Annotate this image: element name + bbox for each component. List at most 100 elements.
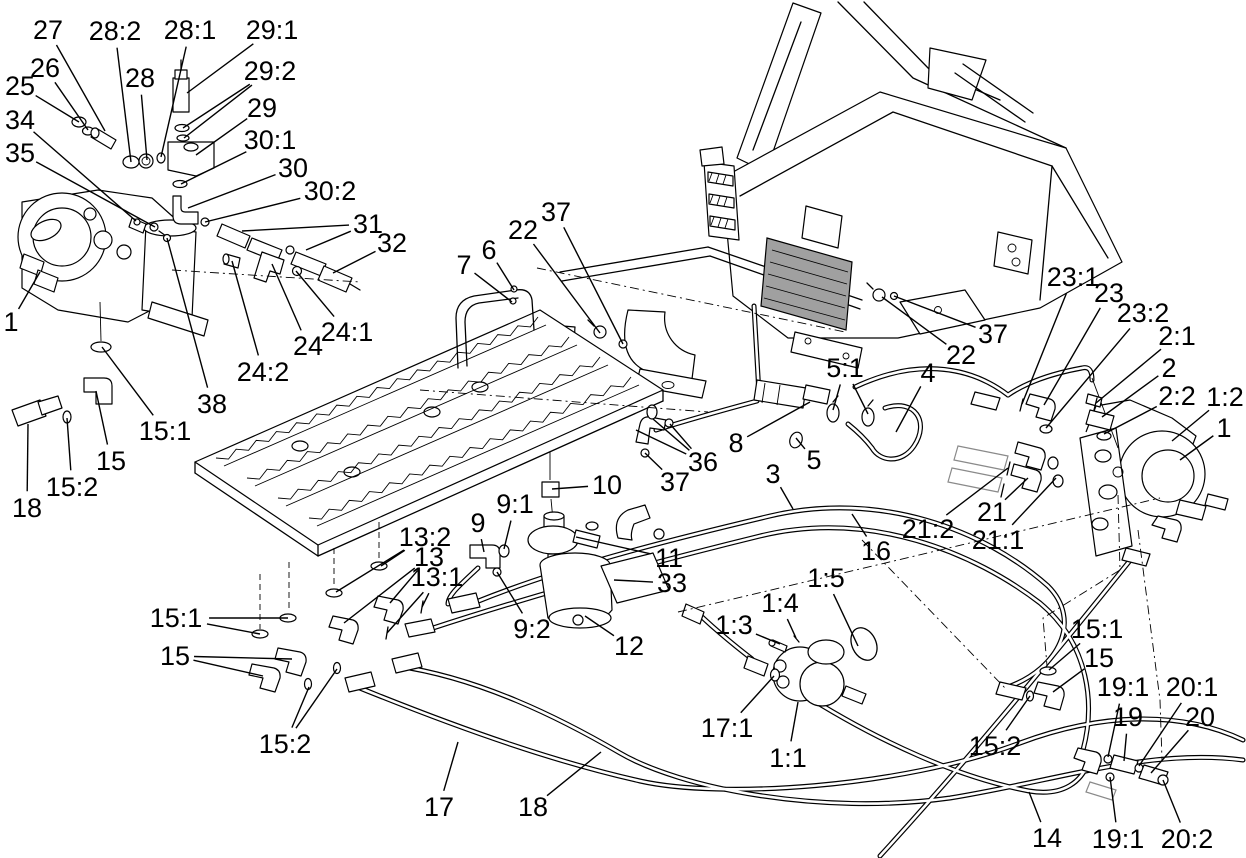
callout-label-1-4: 1:4 [761, 588, 799, 618]
leader-line [1103, 405, 1158, 435]
hose-inner [700, 615, 754, 661]
leader-line [295, 270, 335, 318]
leader-line [389, 569, 419, 604]
callout-label-18: 18 [518, 792, 548, 822]
callout-label-27: 27 [33, 15, 63, 45]
tread-rail [316, 384, 640, 527]
leader-line [116, 47, 132, 163]
tread-rail [254, 344, 578, 487]
group-19-20 [1073, 747, 1169, 801]
leader-line [332, 250, 376, 274]
callout-label-21-2: 21:2 [902, 514, 955, 544]
callout-label-14: 14 [1032, 823, 1062, 853]
callout-label-11: 11 [655, 543, 683, 573]
tread-serration [246, 336, 570, 480]
leader-line [635, 429, 687, 455]
callout-label-25: 25 [5, 71, 35, 101]
leader-line [33, 131, 137, 222]
callout-label-36: 36 [688, 447, 718, 477]
leader-line [1179, 435, 1214, 461]
callout-label-13: 13 [414, 542, 444, 572]
leader-line [241, 224, 350, 232]
callout-label-33: 33 [657, 568, 687, 598]
callout-label-38: 38 [197, 389, 227, 419]
projection-lines [171, 267, 1163, 761]
leader-line [54, 81, 89, 131]
callout-label-18: 18 [12, 493, 42, 523]
leader-line [832, 593, 859, 647]
hose [1005, 365, 1095, 398]
leader-line [893, 295, 976, 328]
tread-platform [194, 309, 664, 557]
callout-label-2-1: 2:1 [1158, 321, 1196, 351]
callout-label-28: 28 [125, 63, 155, 93]
callout-label-28-1: 28:1 [164, 15, 217, 45]
leader-line [790, 701, 799, 742]
leader-line [186, 43, 254, 94]
valve-stack [71, 59, 361, 293]
tread-serration [308, 376, 632, 520]
callout-label-31: 31 [353, 209, 383, 239]
leader-line [140, 94, 148, 161]
callout-label-1-2: 1:2 [1206, 382, 1244, 412]
callout-label-23-2: 23:2 [1117, 298, 1170, 328]
leader-line [26, 423, 29, 492]
callout-label-22: 22 [946, 340, 976, 370]
callout-label-32: 32 [377, 228, 407, 258]
callout-label-21: 21 [977, 497, 1007, 527]
oil-cooler [760, 237, 853, 331]
leader-line [551, 485, 589, 490]
leader-line [187, 174, 276, 209]
leader-line [755, 633, 781, 645]
callout-label-28-2: 28:2 [89, 16, 142, 46]
leader-line [421, 592, 430, 608]
hose-inner [846, 422, 874, 450]
hose-inner [870, 404, 922, 461]
leader-line [895, 386, 922, 433]
callout-label-10: 10 [592, 470, 622, 500]
leader-line [206, 623, 261, 635]
leader-line [575, 536, 651, 555]
leader-line [101, 346, 154, 416]
leader-line [183, 84, 253, 139]
left-fittings [11, 341, 113, 427]
callout-label-19: 19 [1113, 702, 1143, 732]
callout-label-24-1: 24:1 [321, 317, 374, 347]
callout-label-20: 20 [1185, 702, 1215, 732]
callout-label-13-2: 13:2 [399, 522, 452, 552]
leader-line [55, 44, 106, 132]
decal-33 [600, 552, 670, 604]
leader-line [669, 423, 692, 450]
leader-line [95, 390, 109, 445]
leader-line [66, 417, 72, 471]
leader-line [832, 384, 841, 411]
leader-line [613, 579, 654, 583]
callout-label-1: 1 [1216, 413, 1231, 443]
callout-label-1-3: 1:3 [715, 610, 753, 640]
leader-line [746, 401, 811, 438]
callout-label-9: 9 [470, 508, 485, 538]
leader-line [644, 452, 663, 471]
leader-line [1162, 779, 1181, 823]
callout-label-30-1: 30:1 [244, 125, 297, 155]
leader-line [1004, 477, 1029, 501]
callout-label-37: 37 [660, 467, 690, 497]
callout-label-15: 15 [160, 641, 190, 671]
callout-label-15-1: 15:1 [139, 416, 192, 446]
leader-line [305, 230, 352, 251]
callout-label-3: 3 [765, 459, 780, 489]
callout-label-15-1: 15:1 [150, 603, 203, 633]
tread-rail [223, 324, 547, 467]
callout-label-21-1: 21:1 [972, 525, 1025, 555]
callout-label-15-2: 15:2 [46, 472, 99, 502]
wheel-motor [681, 603, 878, 707]
leader-line [795, 437, 806, 450]
chassis-frame [548, 1, 1123, 399]
callout-label-5: 5 [806, 445, 821, 475]
leader-line [160, 46, 187, 158]
callout-label-4: 4 [920, 358, 935, 388]
leader-line [1107, 703, 1121, 758]
leader-line [380, 549, 406, 567]
leader-line [166, 237, 209, 388]
